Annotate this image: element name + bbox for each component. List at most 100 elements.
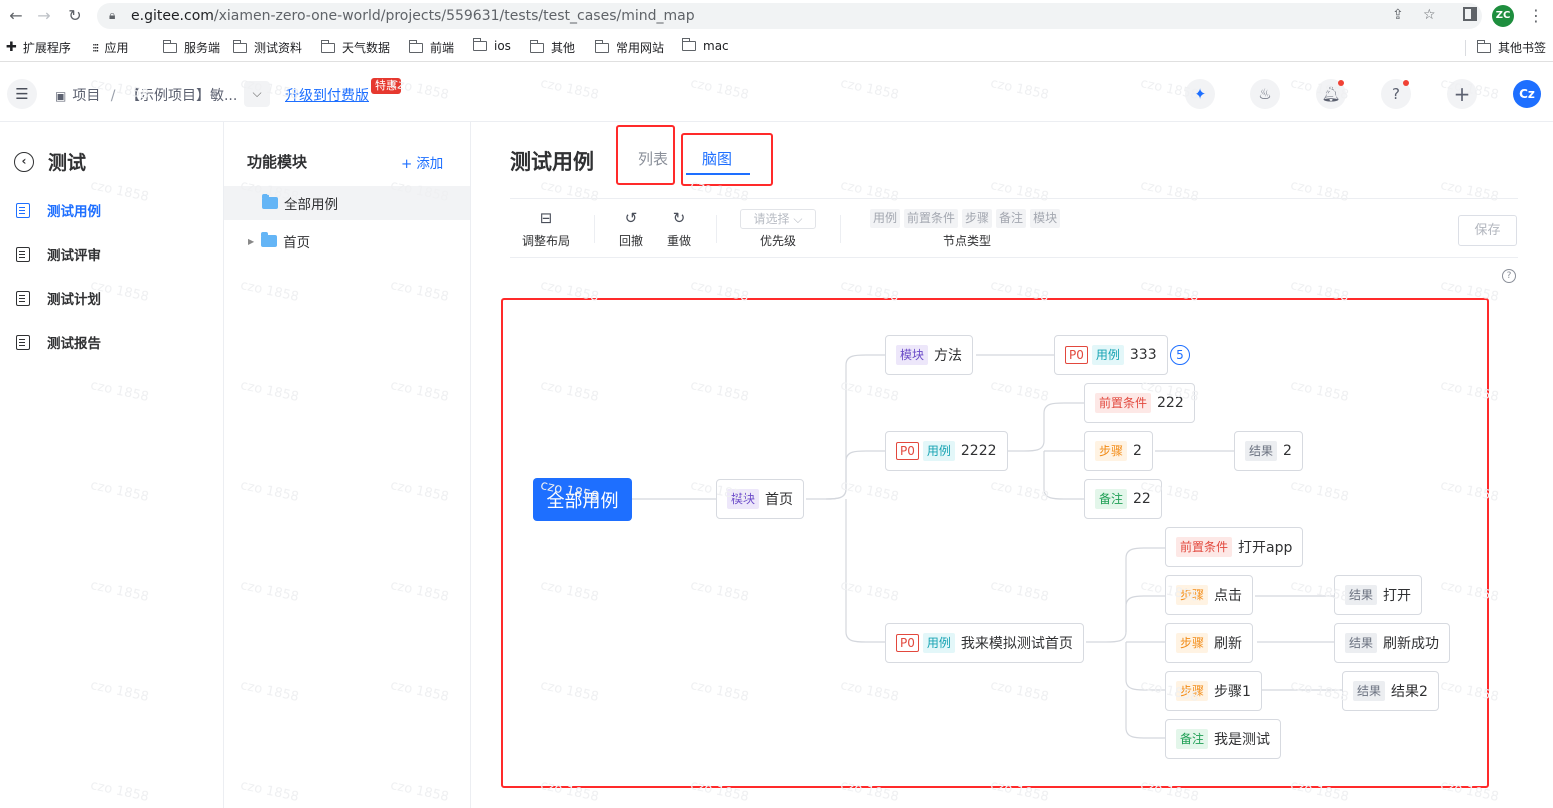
redo-button[interactable]: ↻重做 (667, 209, 692, 248)
node-type-chips: 用例前置条件步骤备注模块 (870, 209, 1064, 232)
bookmark-folder[interactable]: 服务端 (162, 39, 220, 56)
sidebar-item-test-report[interactable]: 测试报告 (16, 332, 101, 352)
mindmap-node-precondition[interactable]: 前置条件打开app (1165, 527, 1304, 567)
node-text: 我是测试 (1214, 732, 1271, 748)
project-dropdown-button[interactable]: ⌵ (244, 81, 270, 107)
bookmark-folder[interactable]: ios (472, 38, 511, 53)
profile-avatar[interactable]: ZC (1492, 5, 1514, 27)
mindmap-node-module[interactable]: 模块首页 (716, 479, 805, 519)
mindmap-node-step[interactable]: 步骤 2 (1084, 431, 1153, 471)
node-type-precondition[interactable]: 前置条件 (904, 209, 959, 228)
help-circle-icon[interactable]: ? (1502, 269, 1516, 283)
bookmark-folder[interactable]: 其他 (529, 39, 575, 56)
reload-icon[interactable]: ↻ (68, 6, 82, 25)
apps-grid-icon: ⁝⁝⁝ (92, 40, 100, 55)
back-circle-icon[interactable]: ‹ (14, 151, 34, 172)
bookmark-folder[interactable]: 前端 (408, 39, 454, 56)
tag-priority: P0 (896, 634, 919, 652)
node-type-control: 用例前置条件步骤备注模块 节点类型 (870, 209, 1064, 249)
plan-icon (16, 290, 30, 306)
tab-list[interactable]: 列表 (638, 150, 669, 168)
bookmark-folder[interactable]: mac (681, 38, 729, 53)
mindmap-node-module[interactable]: 模块方法 (885, 335, 974, 375)
folder-icon (408, 39, 423, 53)
side-panel-icon[interactable] (1463, 7, 1477, 21)
address-bar[interactable]: 🔒︎ e.gitee.com/xiamen-zero-one-world/pro… (97, 3, 1482, 29)
undo-icon: ↺ (624, 209, 638, 227)
node-text: 2 (1133, 443, 1142, 459)
tag-case: 用例 (922, 633, 955, 653)
fire-icon[interactable]: ♨ (1250, 79, 1280, 109)
breadcrumb-project[interactable]: 【示例项目】敏... (125, 88, 238, 104)
plus-icon[interactable]: + (1447, 79, 1477, 109)
folder-icon (232, 39, 247, 53)
chevron-down-icon: ⌵ (252, 86, 262, 100)
tag-result: 结果 (1345, 633, 1378, 653)
bookmark-apps[interactable]: ⁝⁝⁝应用 (92, 40, 129, 56)
review-icon (16, 246, 30, 262)
mindmap-node-step[interactable]: 步骤刷新 (1165, 623, 1254, 663)
back-icon[interactable]: ← (9, 6, 23, 25)
sidebar-item-test-plan[interactable]: 测试计划 (16, 288, 101, 308)
node-text: 结果2 (1391, 684, 1428, 700)
tab-mind-map[interactable]: 脑图 (702, 150, 733, 168)
bookmark-folder[interactable]: 测试资料 (232, 39, 302, 56)
bookmark-folder[interactable]: 常用网站 (594, 39, 664, 56)
add-module-button[interactable]: +添加 (401, 156, 444, 172)
mindmap-node-result[interactable]: 结果结果2 (1342, 671, 1439, 711)
mindmap-root-node[interactable]: 全部用例 (533, 478, 632, 521)
node-type-case[interactable]: 用例 (870, 209, 901, 228)
breadcrumb-projects[interactable]: 项目 (72, 88, 101, 104)
tag-module: 模块 (727, 489, 760, 509)
browser-menu-icon[interactable]: ⋮ (1528, 6, 1544, 25)
mindmap-node-result[interactable]: 结果刷新成功 (1334, 623, 1451, 663)
priority-select[interactable]: 请选择 ⌵ (740, 209, 816, 229)
node-text: 22 (1133, 491, 1151, 507)
forward-icon[interactable]: → (37, 6, 51, 25)
user-avatar[interactable]: Cz (1513, 80, 1541, 108)
hamburger-icon[interactable]: ☰ (7, 79, 37, 109)
sidebar-item-test-cases[interactable]: 测试用例 (16, 200, 101, 220)
active-tab-indicator (686, 173, 750, 175)
node-type-module[interactable]: 模块 (1030, 209, 1061, 228)
share-icon[interactable]: ⇪ (1392, 7, 1404, 23)
node-type-step[interactable]: 步骤 (962, 209, 993, 228)
browser-toolbar: ← → ↻ 🔒︎ e.gitee.com/xiamen-zero-one-wor… (0, 0, 1553, 32)
module-row-all[interactable]: 全部用例 (224, 186, 470, 220)
tag-step: 步骤 (1095, 441, 1128, 461)
bookmark-other[interactable]: 其他书签 (1476, 39, 1546, 56)
mindmap-node-result[interactable]: 结果打开 (1334, 575, 1423, 615)
save-button[interactable]: 保存 (1458, 215, 1517, 246)
ai-assistant-icon[interactable]: ✦ (1185, 79, 1215, 109)
star-icon[interactable]: ☆ (1423, 7, 1436, 23)
collapsed-count-badge[interactable]: 5 (1170, 345, 1190, 365)
tag-precondition: 前置条件 (1176, 537, 1233, 557)
bookmark-folder[interactable]: 天气数据 (320, 39, 390, 56)
caret-right-icon[interactable]: ▶ (248, 236, 255, 246)
module-row-home[interactable]: ▶首页 (248, 232, 311, 251)
node-type-note[interactable]: 备注 (996, 209, 1027, 228)
sidebar-item-test-review[interactable]: 测试评审 (16, 244, 101, 264)
left-sidebar: ‹ 测试 测试用例 测试评审 测试计划 测试报告 (0, 122, 224, 808)
bookmark-extensions[interactable]: ✚扩展程序 (6, 40, 71, 55)
mindmap-node-note[interactable]: 备注我是测试 (1165, 719, 1282, 759)
adjust-layout-button[interactable]: ⊟调整布局 (522, 209, 571, 248)
node-text: 点击 (1214, 588, 1243, 604)
upgrade-link[interactable]: 升级到付费版 (285, 88, 369, 104)
node-text: 刷新成功 (1383, 636, 1440, 652)
tag-precondition: 前置条件 (1095, 393, 1152, 413)
help-icon[interactable]: ? (1381, 79, 1411, 109)
undo-button[interactable]: ↺回撤 (619, 209, 644, 248)
mindmap-node-step[interactable]: 步骤点击 (1165, 575, 1254, 615)
node-text: 2 (1283, 443, 1292, 459)
priority-control[interactable]: 请选择 ⌵优先级 (740, 209, 816, 249)
node-text: 首页 (765, 492, 794, 508)
mindmap-node-step[interactable]: 步骤步骤1 (1165, 671, 1262, 711)
bell-icon[interactable]: 🔔︎ (1316, 79, 1346, 109)
